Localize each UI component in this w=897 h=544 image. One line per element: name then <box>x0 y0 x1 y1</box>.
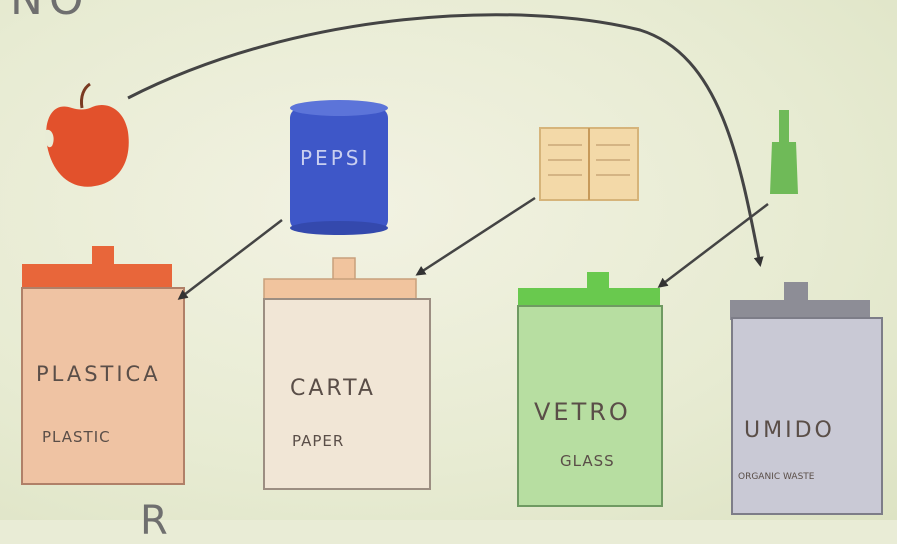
arrow-apple-to-organic <box>128 15 760 264</box>
bin-glass-label: VETRO <box>534 398 631 426</box>
bin-paper <box>264 258 430 489</box>
bin-plastic-label: PLASTICA <box>36 362 161 386</box>
bottle-icon <box>770 110 798 194</box>
bottom-heading-text: R <box>140 498 178 544</box>
bin-glass <box>518 272 662 506</box>
bin-paper-label: CARTA <box>290 376 376 401</box>
can-label: PEPSI <box>300 146 370 170</box>
bin-organic-sublabel: ORGANIC WASTE <box>738 472 814 482</box>
bin-organic-label: UMIDO <box>744 418 835 443</box>
bin-paper-sublabel: PAPER <box>292 432 344 450</box>
apple-icon <box>45 84 128 187</box>
book-icon <box>540 128 638 200</box>
arrow-bottle-to-glass <box>660 204 768 286</box>
bin-glass-sublabel: GLASS <box>560 452 615 470</box>
arrow-book-to-paper <box>418 198 535 274</box>
bin-plastic-sublabel: PLASTIC <box>42 428 111 446</box>
